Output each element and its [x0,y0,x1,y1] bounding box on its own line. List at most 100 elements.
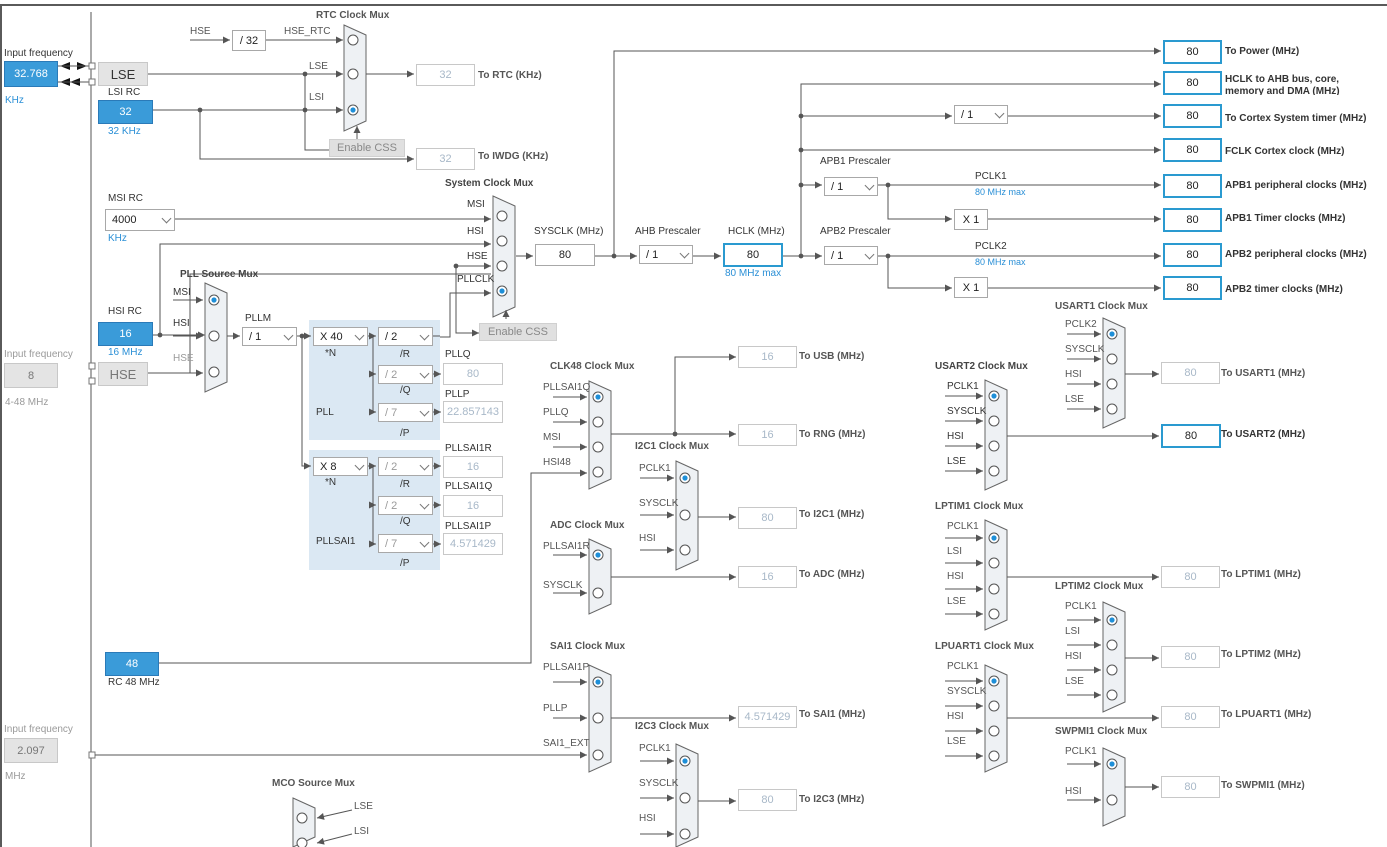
swpmi1-input-pclk1: PCLK1 [1065,746,1097,757]
pllsai1r-select[interactable]: / 2 [378,457,433,476]
mux-radio [592,587,604,599]
mux-radio-selected [991,678,997,684]
sys-enable-css-button[interactable]: Enable CSS [479,323,557,341]
wire-arrow [196,369,203,377]
mux-radio [988,557,1000,569]
chevron-down-icon [419,368,430,378]
pllm-select[interactable]: / 1 [242,327,297,346]
pclk2-max: 80 MHz max [975,257,1026,267]
chevron-down-icon [419,537,430,547]
pllr-select[interactable]: / 2 [378,327,433,346]
rtc-hse-divider: / 32 [232,30,266,51]
swpmi1-output-value: 80 [1161,776,1220,798]
mco-input-lse: LSE [354,801,373,812]
apb1-timer-output-value[interactable]: 80 [1163,208,1222,232]
wire-arrow [407,155,414,163]
pclk1-label: PCLK1 [975,171,1007,182]
pllsai1q-select[interactable]: / 2 [378,496,433,515]
ahb-prescaler-value: / 1 [646,248,659,261]
wire-arrow [369,501,376,509]
apb1-prescaler-select[interactable]: / 1 [824,177,878,196]
ext-frequency-input[interactable]: 2.097 [4,738,58,763]
cortex-timer-divider-select[interactable]: / 1 [954,105,1008,124]
clk48-input-pllq: PLLQ [543,407,569,418]
wire [800,83,1161,256]
apb1-peripheral-label: APB1 peripheral clocks (MHz) [1225,180,1367,191]
mux-radio [592,416,604,428]
pin [88,362,96,370]
mux-radio [208,330,220,342]
wire-arrow [1154,80,1161,88]
mux-radio-selected [1109,331,1115,337]
chevron-down-icon [354,330,365,340]
ext-freq-label: Input frequency [4,724,73,735]
pllr-label: /R [400,349,410,360]
wire-arrow [667,474,674,482]
wire-arrow [1094,405,1101,413]
hclk-label: HCLK (MHz) [728,226,785,237]
iwdg-output-label: To IWDG (KHz) [478,151,549,162]
wire [674,356,736,434]
power-output-value[interactable]: 80 [1163,40,1222,64]
pllq-select[interactable]: / 2 [378,365,433,384]
pllsai1p-select[interactable]: / 7 [378,534,433,553]
pllsai1r-output-value: 16 [443,456,503,478]
mux-radio [1106,403,1118,415]
chevron-down-icon [864,249,875,259]
hsi-title: HSI RC [108,306,142,317]
pllm-label: PLLM [245,313,272,324]
rng-output-label: To RNG (MHz) [799,429,866,440]
cortex-timer-output-value[interactable]: 80 [1163,104,1222,128]
pllp-select[interactable]: / 7 [378,403,433,422]
pllq-output-value: 80 [443,363,503,385]
apb2-prescaler-select[interactable]: / 1 [824,246,878,265]
wire [440,292,491,338]
wire-arrow [369,370,376,378]
apb2-prescaler-value: / 1 [831,249,844,262]
wire-arrow [502,310,510,317]
sysclk-label: SYSCLK (MHz) [534,226,604,237]
mux-radio [679,509,691,521]
mux-radio-selected [211,297,217,303]
sai1-input-sai1-ext: SAI1_EXT [543,738,590,749]
msi-range-select[interactable]: 4000 [105,209,175,231]
usart1-output-label: To USART1 (MHz) [1221,368,1306,379]
fclk-output-value[interactable]: 80 [1163,138,1222,162]
wire [304,110,329,151]
hclk-value-input[interactable]: 80 [723,243,783,267]
junction-dot [798,113,804,119]
wire-arrow [353,126,361,133]
hse-frequency-input[interactable]: 8 [4,363,58,388]
usart1-mux-title: USART1 Clock Mux [1055,301,1148,312]
lse-frequency-input[interactable]: 32.768 [4,61,58,87]
power-output-label: To Power (MHz) [1225,46,1300,57]
wire-arrow [667,757,674,765]
pllp-div-label: /P [400,428,410,439]
apb1-peripheral-output-value[interactable]: 80 [1163,174,1222,198]
apb2-timer-output-value[interactable]: 80 [1163,276,1222,300]
wire-arrow [714,252,721,260]
hclk-ahb-output-value[interactable]: 80 [1163,71,1222,95]
wire-arrow [580,678,587,686]
usart2-output-value[interactable]: 80 [1161,424,1221,448]
plln-select[interactable]: X 40 [313,327,368,346]
hclk-ahb-label-line1: HCLK to AHB bus, core, [1225,74,1340,85]
pllsai1n-value: X 8 [320,460,337,473]
mux-radio [988,465,1000,477]
sai1-input-pllsai1p: PLLSAI1P [543,662,590,673]
wire-arrow [976,392,983,400]
wire-arrow [729,573,736,581]
sysclk-value[interactable]: 80 [535,244,595,266]
rtc-enable-css-button[interactable]: Enable CSS [329,139,405,157]
apb2-peripheral-output-value[interactable]: 80 [1163,243,1222,267]
pllsai1n-select[interactable]: X 8 [313,457,368,476]
mux-radio [679,792,691,804]
chevron-down-icon [419,499,430,509]
pllsrc-input-msi: MSI [173,287,191,298]
mux-radio [988,583,1000,595]
wire-arrow [976,417,983,425]
wire-arrow [1154,112,1161,120]
clk48-mux [588,380,612,490]
pll-source-mux-title: PLL Source Mux [180,269,259,280]
ahb-prescaler-select[interactable]: / 1 [639,245,693,264]
